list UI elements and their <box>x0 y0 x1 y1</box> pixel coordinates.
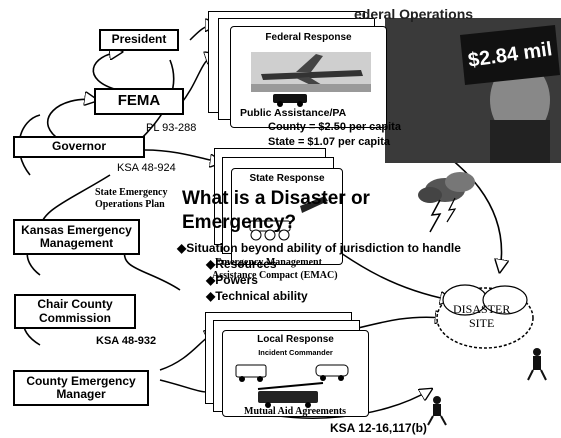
definition-bullet-1: ◆Situation beyond ability of jurisdictio… <box>177 241 461 255</box>
state-title: State Response <box>249 173 325 184</box>
definition-bullet-3: ◆Powers <box>206 273 258 287</box>
disaster-site-label: DISASTER SITE <box>453 302 511 330</box>
state-panel: State Response <box>231 168 343 265</box>
governor-law-label: KSA 48-924 <box>117 162 176 174</box>
definition-bullet-3-text: Powers <box>215 273 258 287</box>
local-subtitle: Incident Commander <box>258 348 333 357</box>
federal-panel: Federal Response <box>230 26 387 128</box>
definition-heading-line2: Emergency? <box>182 212 297 233</box>
president-label: President <box>111 32 167 47</box>
state-equipment-icon <box>249 196 328 241</box>
definition-bullet-2: ◆Resources <box>206 257 277 271</box>
county-em-box: County Emergency Manager <box>13 370 149 406</box>
mutual-aid-label: Mutual Aid Agreements <box>244 406 347 417</box>
emac-line2: Assistance Compact (EMAC) <box>212 270 338 281</box>
responder-figure-icon <box>427 348 547 426</box>
news-photo <box>385 18 561 163</box>
local-vehicles-icon <box>235 364 349 408</box>
governor-box: Governor <box>13 136 145 158</box>
local-panel: Local Response Incident Commander <box>222 330 369 417</box>
fema-label: FEMA <box>117 92 161 110</box>
kansas-em-box: Kansas Emergency Management <box>13 219 140 255</box>
definition-bullet-4-text: Technical ability <box>215 289 308 303</box>
local-law-label: KSA 12-16,117(b) <box>330 421 427 435</box>
disaster-site-cloud-icon <box>436 284 534 349</box>
storm-cloud-icon <box>418 172 475 233</box>
federal-title: Federal Response <box>265 32 352 43</box>
definition-bullet-1-text: Situation beyond ability of jurisdiction… <box>186 241 461 255</box>
chair-law-label: KSA 48-932 <box>96 335 157 347</box>
definition-heading-line1: What is a Disaster or <box>182 188 370 209</box>
fema-law-label: PL 93-288 <box>146 122 197 134</box>
emac-line1: Emergency Management <box>215 257 322 268</box>
definition-bullet-4: ◆Technical ability <box>206 289 308 303</box>
cargo-plane-icon <box>251 52 371 92</box>
governor-label: Governor <box>51 139 106 154</box>
chair-box: Chair County Commission <box>14 294 136 329</box>
kansas-em-label: Kansas Emergency Management <box>21 222 132 250</box>
fema-box: FEMA <box>94 88 184 115</box>
federal-fragment: ederal Operations <box>354 6 474 22</box>
chair-label: Chair County Commission <box>37 297 113 325</box>
county-em-label: County Emergency Manager <box>26 373 136 401</box>
definition-bullet-2-text: Resources <box>215 257 277 271</box>
state-share-label: State = $1.07 per capita <box>268 136 390 148</box>
president-box: President <box>99 29 179 51</box>
local-title: Local Response <box>257 334 334 345</box>
vehicle-icon <box>273 94 307 107</box>
county-share-label: County = $2.50 per capita <box>268 121 401 133</box>
public-assistance-label: Public Assistance/PA <box>240 107 347 119</box>
state-plan-label: State Emergency Operations Plan <box>95 187 168 210</box>
